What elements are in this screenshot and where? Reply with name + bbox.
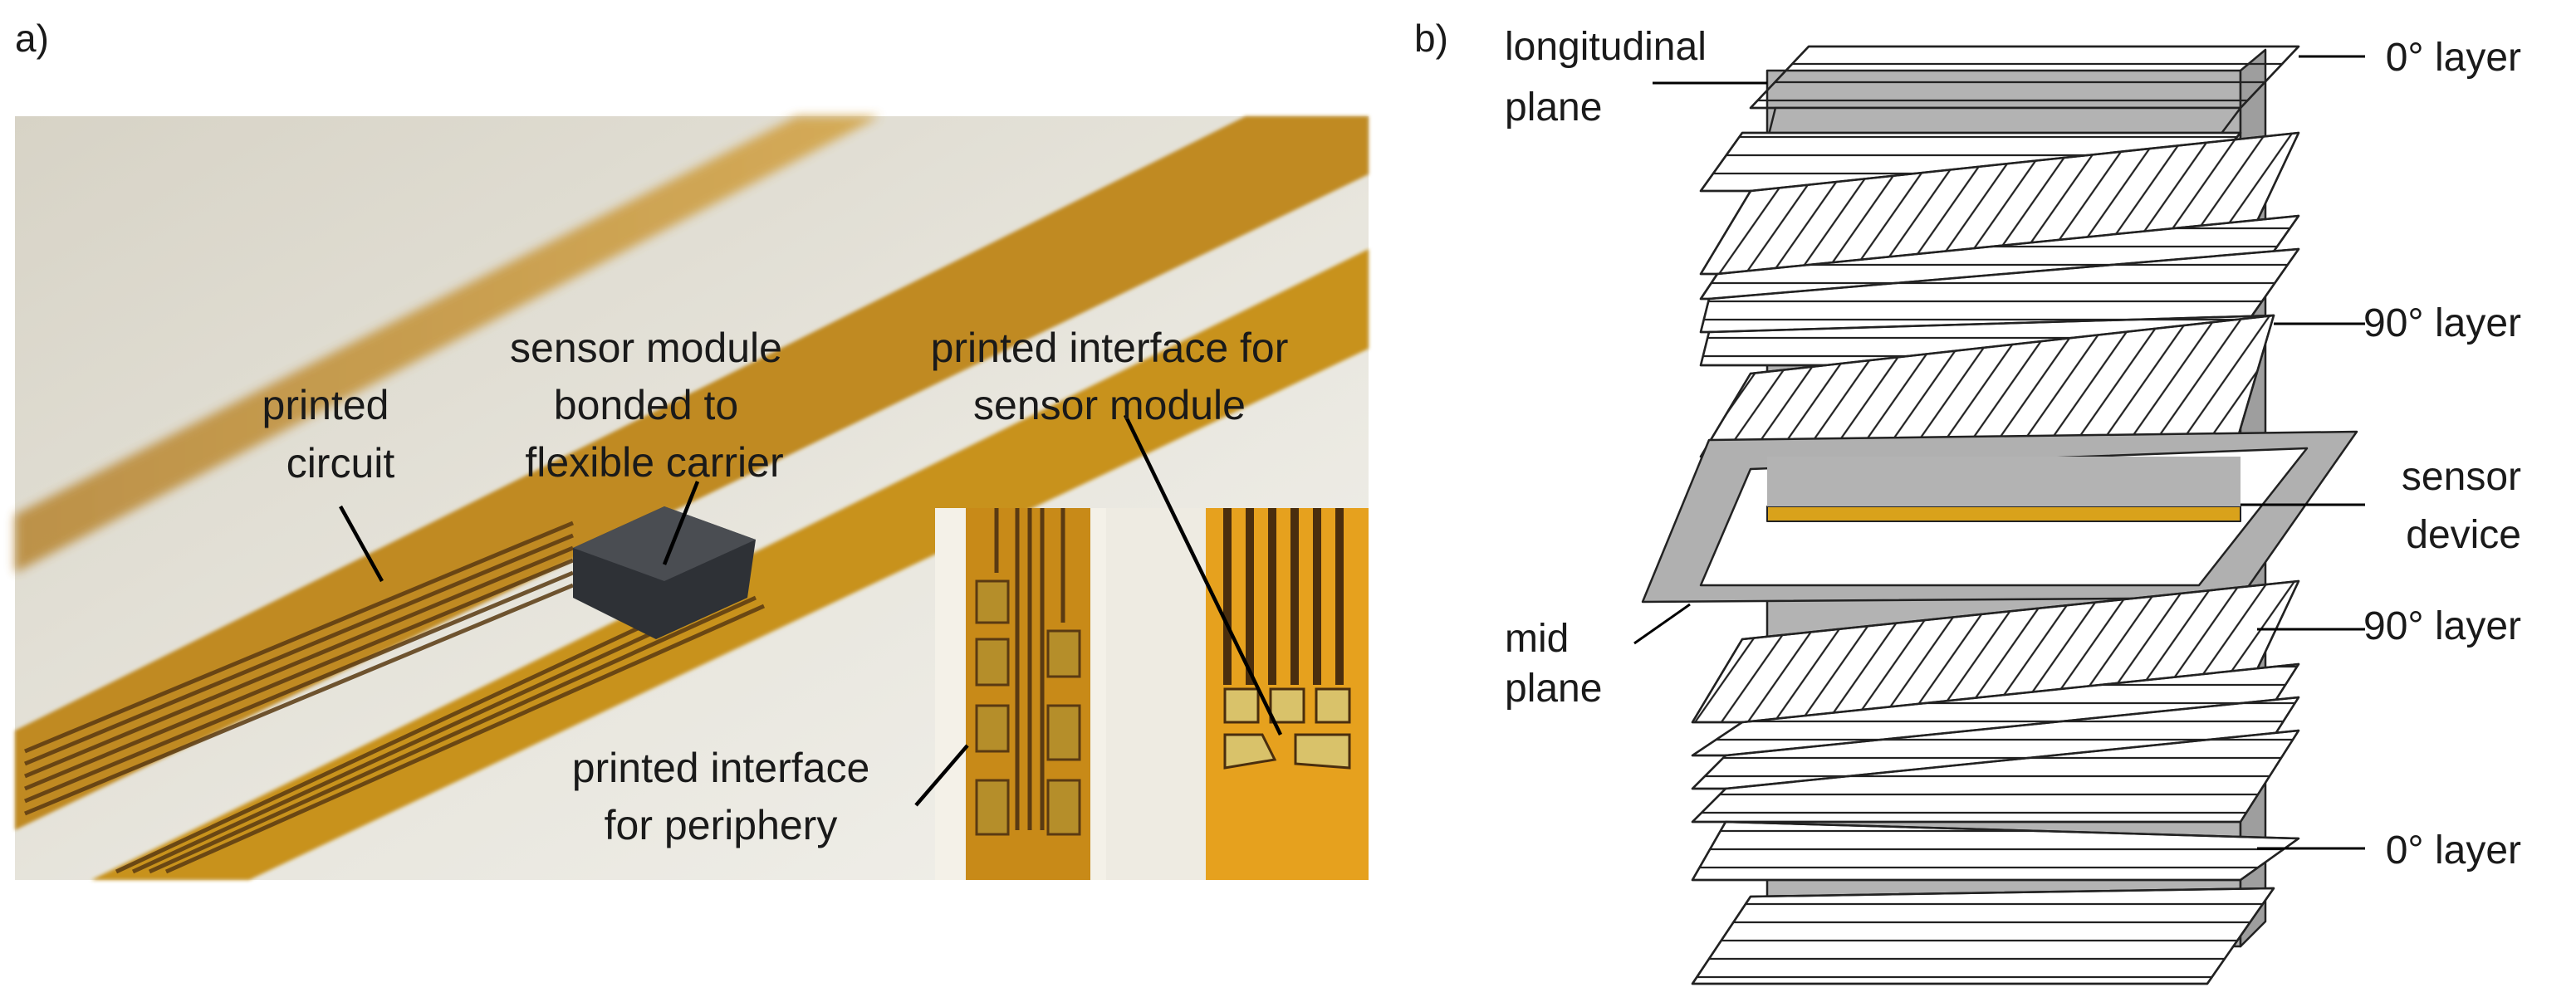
printed-circuit-traces bbox=[24, 521, 766, 874]
layer-90-lower-label: 90° layer bbox=[2363, 604, 2521, 648]
svg-text:device: device bbox=[2406, 513, 2521, 557]
laminate-stack bbox=[1641, 45, 2358, 985]
printed-circuit-label: printed circuit bbox=[262, 382, 395, 486]
layer-90-upper-label: 90° layer bbox=[2363, 301, 2521, 345]
ply-0-bottom bbox=[1691, 662, 2300, 985]
svg-text:printed interface: printed interface bbox=[572, 745, 870, 791]
leader-lines-b bbox=[1633, 55, 2365, 850]
svg-text:mid: mid bbox=[1505, 617, 1569, 661]
sensor-device bbox=[1766, 506, 2241, 522]
inset-periphery bbox=[935, 508, 1106, 880]
svg-text:for periphery: for periphery bbox=[605, 802, 838, 848]
panel-label-a: a) bbox=[15, 17, 49, 60]
mid-plane-label: mid plane bbox=[1505, 617, 1602, 711]
svg-text:flexible carrier: flexible carrier bbox=[525, 439, 783, 486]
interface-periphery-label: printed interface for periphery bbox=[572, 745, 870, 848]
ply-90-upper bbox=[1699, 314, 2275, 458]
svg-text:printed: printed bbox=[262, 382, 389, 428]
svg-text:plane: plane bbox=[1505, 86, 1602, 130]
longitudinal-plane-label: longitudinal plane bbox=[1505, 25, 1707, 130]
svg-text:sensor: sensor bbox=[2402, 455, 2521, 499]
sensor-chip bbox=[573, 506, 756, 639]
layer-0-top-label: 0° layer bbox=[2386, 36, 2521, 80]
sensor-module-label: sensor module bonded to flexible carrier bbox=[510, 325, 784, 486]
svg-text:bonded to: bonded to bbox=[554, 382, 738, 428]
svg-text:longitudinal: longitudinal bbox=[1505, 25, 1707, 69]
svg-text:sensor module: sensor module bbox=[510, 325, 782, 371]
sensor-device-label: sensor device bbox=[2402, 455, 2521, 557]
svg-text:plane: plane bbox=[1505, 667, 1602, 711]
panel-a: a) bbox=[15, 17, 1369, 880]
layer-0-bottom-label: 0° layer bbox=[2386, 828, 2521, 872]
svg-text:printed interface for: printed interface for bbox=[931, 325, 1289, 371]
svg-text:sensor module: sensor module bbox=[973, 382, 1246, 428]
panel-label-b: b) bbox=[1414, 17, 1448, 60]
leader-lines-a bbox=[339, 414, 1283, 807]
inset-sensor-interface bbox=[1106, 508, 1369, 880]
photograph bbox=[15, 116, 1369, 880]
panel-b: b) bbox=[1414, 17, 2521, 985]
interface-sensor-label: printed interface for sensor module bbox=[931, 325, 1289, 428]
ply-0-top bbox=[1749, 45, 2300, 143]
svg-text:circuit: circuit bbox=[286, 440, 395, 486]
mid-plane bbox=[1641, 430, 2358, 604]
